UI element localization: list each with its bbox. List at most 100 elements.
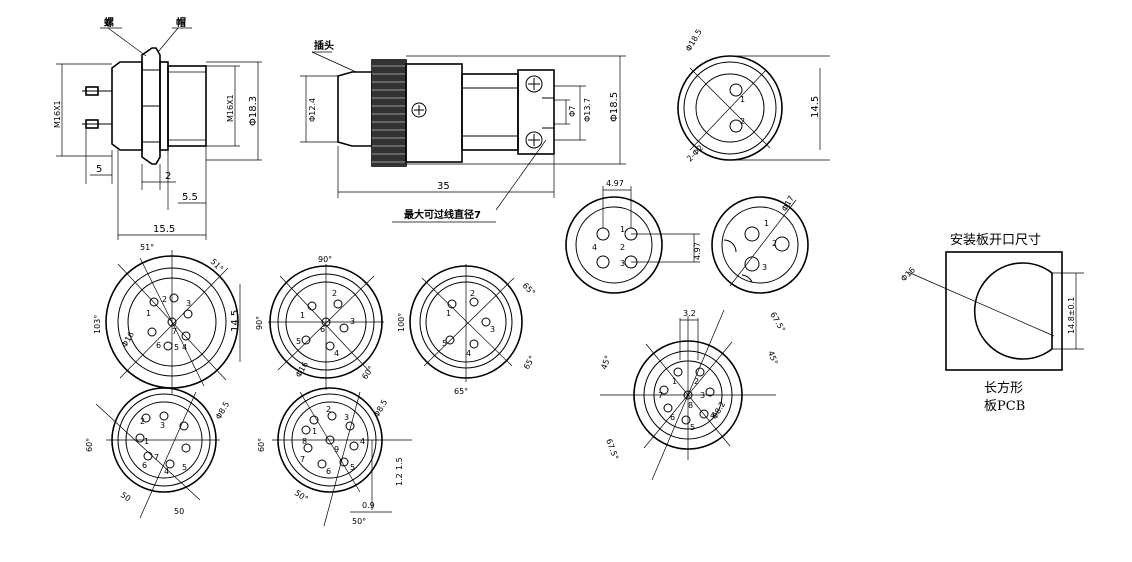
angle-label: 51° bbox=[209, 257, 225, 273]
dim-15-5-label: 15.5 bbox=[153, 224, 175, 235]
pin-label: 1 bbox=[312, 427, 317, 436]
pin-label: 5 bbox=[296, 337, 301, 346]
angle-label: 51° bbox=[140, 243, 154, 252]
callout-left-label: 螺 bbox=[104, 16, 114, 29]
pin-label: 4 bbox=[466, 349, 471, 358]
angle-label: 60° bbox=[257, 438, 266, 452]
dia-16-label: Φ16 bbox=[294, 360, 310, 379]
angle-label: 50 bbox=[174, 507, 184, 516]
pin-label: 3 bbox=[350, 317, 355, 326]
pin-label: 9 bbox=[334, 445, 339, 454]
pin-label: 8 bbox=[302, 437, 307, 446]
pin-label: 3 bbox=[186, 299, 191, 308]
thread-label-1: M16X1 bbox=[53, 100, 62, 128]
pin-label: 1 bbox=[740, 95, 745, 104]
pin-label: 2 bbox=[140, 417, 145, 426]
dia-12-4-label: Φ12.4 bbox=[308, 98, 317, 122]
dia-8-5-label: Φ8.5 bbox=[372, 398, 389, 419]
pin-label: 1 bbox=[672, 377, 677, 386]
pin-label: 3 bbox=[490, 325, 495, 334]
pin-label: 4 bbox=[592, 243, 597, 252]
pin-label: 2 bbox=[162, 295, 167, 304]
dim-1-5-label: 1.5 bbox=[395, 457, 404, 470]
pin-label: 1 bbox=[300, 311, 305, 320]
dim-5-5-label: 5.5 bbox=[182, 192, 198, 203]
pin-label: 1 bbox=[144, 437, 149, 446]
pin-label: 5 bbox=[182, 463, 187, 472]
five-pin-face-view: 1 2 3 4 5 65° 65° 100° 65° bbox=[397, 264, 537, 396]
pin-label: 3 bbox=[762, 263, 767, 272]
angle-label: 90° bbox=[255, 316, 264, 330]
dim-14-8-label: 14.8±0.1 bbox=[1067, 297, 1076, 334]
max-wire-note: 最大可过线直径7 bbox=[404, 208, 481, 221]
dia-18-5-label: Φ18.5 bbox=[609, 92, 620, 122]
pin-label: 2 bbox=[326, 405, 331, 414]
pin-label: 3 bbox=[160, 421, 165, 430]
pin-label: 2 bbox=[772, 239, 777, 248]
pin-label: 6 bbox=[142, 461, 147, 470]
pin-label: 2 bbox=[694, 377, 699, 386]
pin-label: 6 bbox=[156, 341, 161, 350]
angle-label: 60° bbox=[85, 438, 94, 452]
socket-side-view: M16X1 M16X1 Φ18.3 螺 帽 5 2 5.5 15.5 bbox=[53, 16, 262, 240]
pin-label: 7 bbox=[658, 391, 663, 400]
pin-label: 7 bbox=[300, 455, 305, 464]
dia-13-7-label: Φ13.7 bbox=[583, 98, 592, 122]
pin-label: 5 bbox=[174, 343, 179, 352]
dim-14-5-label: 14.5 bbox=[810, 96, 821, 118]
pin-label: 2 bbox=[470, 289, 475, 298]
top-right-face-view: 1 2 14.5 Φ18.5 2-Φ2 bbox=[677, 28, 830, 163]
angle-label: 60° bbox=[360, 364, 376, 381]
plug-callout-label: 插头 bbox=[314, 39, 334, 52]
pin-label: 6 bbox=[326, 467, 331, 476]
dim-4-97-v-label: 4.97 bbox=[693, 242, 702, 260]
panel-cutout-title: 安装板开口尺寸 bbox=[950, 233, 1041, 248]
three-pin-face-view: 1 2 3 Φ17 bbox=[711, 194, 809, 294]
nine-pin-face-view: 1 2 3 4 5 6 7 8 9 60° 50° 50° Φ8.5 0.9 1… bbox=[257, 387, 412, 527]
angle-label: 67.5° bbox=[768, 311, 787, 334]
angle-label: 50 bbox=[119, 490, 133, 503]
pin-label: 7 bbox=[172, 327, 177, 336]
pin-label: 2 bbox=[332, 289, 337, 298]
pin-label: 4 bbox=[182, 343, 187, 352]
dia-8-5-label: Φ8.5 bbox=[214, 400, 231, 421]
callout-right-label: 帽 bbox=[176, 16, 186, 29]
plug-side-view: Φ7 Φ13.7 Φ18.5 Φ12.4 插头 35 最大可过线直径7 bbox=[300, 39, 626, 223]
dim-3-2-label: 3.2 bbox=[683, 309, 696, 318]
caption-board: 板PCB bbox=[984, 399, 1025, 414]
eight-pin-face-view: 1 2 3 4 5 6 7 8 3.2 45° 45° 67.5° 67.5° … bbox=[599, 309, 787, 481]
dim-5-label: 5 bbox=[96, 164, 102, 175]
dim-4-97-h-label: 4.97 bbox=[606, 179, 624, 188]
dim-1-2-label: 1.2 bbox=[395, 473, 404, 486]
pin-label: 8 bbox=[688, 401, 693, 410]
seven-pin-face-view: 2 3 1 4 5 6 7 51° 51° 103° 14.5 Φ16 bbox=[93, 243, 241, 394]
angle-label: 50° bbox=[352, 517, 366, 526]
pin-dia-label: 2-Φ2 bbox=[685, 143, 705, 163]
angle-label: 65° bbox=[454, 387, 468, 396]
pin-label: 1 bbox=[146, 309, 151, 318]
dim-14-5-label: 14.5 bbox=[230, 310, 241, 332]
angle-label: 90° bbox=[318, 255, 332, 264]
thread-label-2: M16X1 bbox=[226, 94, 235, 122]
pin-label: 3 bbox=[344, 413, 349, 422]
pin-label: 1 bbox=[620, 225, 625, 234]
angle-label: 67.5° bbox=[604, 438, 620, 462]
pin-label: 4 bbox=[710, 411, 715, 420]
pin-label: 3 bbox=[700, 391, 705, 400]
diameter-label: Φ18.3 bbox=[248, 96, 259, 126]
angle-label: 65° bbox=[522, 354, 537, 371]
pin-label: 5 bbox=[350, 463, 355, 472]
dia-7-label: Φ7 bbox=[568, 106, 577, 117]
caption-shape: 长方形 bbox=[984, 380, 1023, 396]
dia-18-5-label: Φ18.5 bbox=[684, 28, 704, 53]
angle-label: 100° bbox=[397, 313, 406, 332]
panel-cutout-view: 安装板开口尺寸 Φ16 14.8±0.1 长方形 板PCB bbox=[899, 233, 1084, 414]
pin-label: 1 bbox=[764, 219, 769, 228]
pin-label: 2 bbox=[620, 243, 625, 252]
dim-0-9-label: 0.9 bbox=[362, 501, 375, 510]
angle-label: 65° bbox=[521, 281, 537, 297]
pin-label: 7 bbox=[154, 453, 159, 462]
pin-label: 3 bbox=[620, 259, 625, 268]
angle-label: 45° bbox=[766, 350, 779, 366]
